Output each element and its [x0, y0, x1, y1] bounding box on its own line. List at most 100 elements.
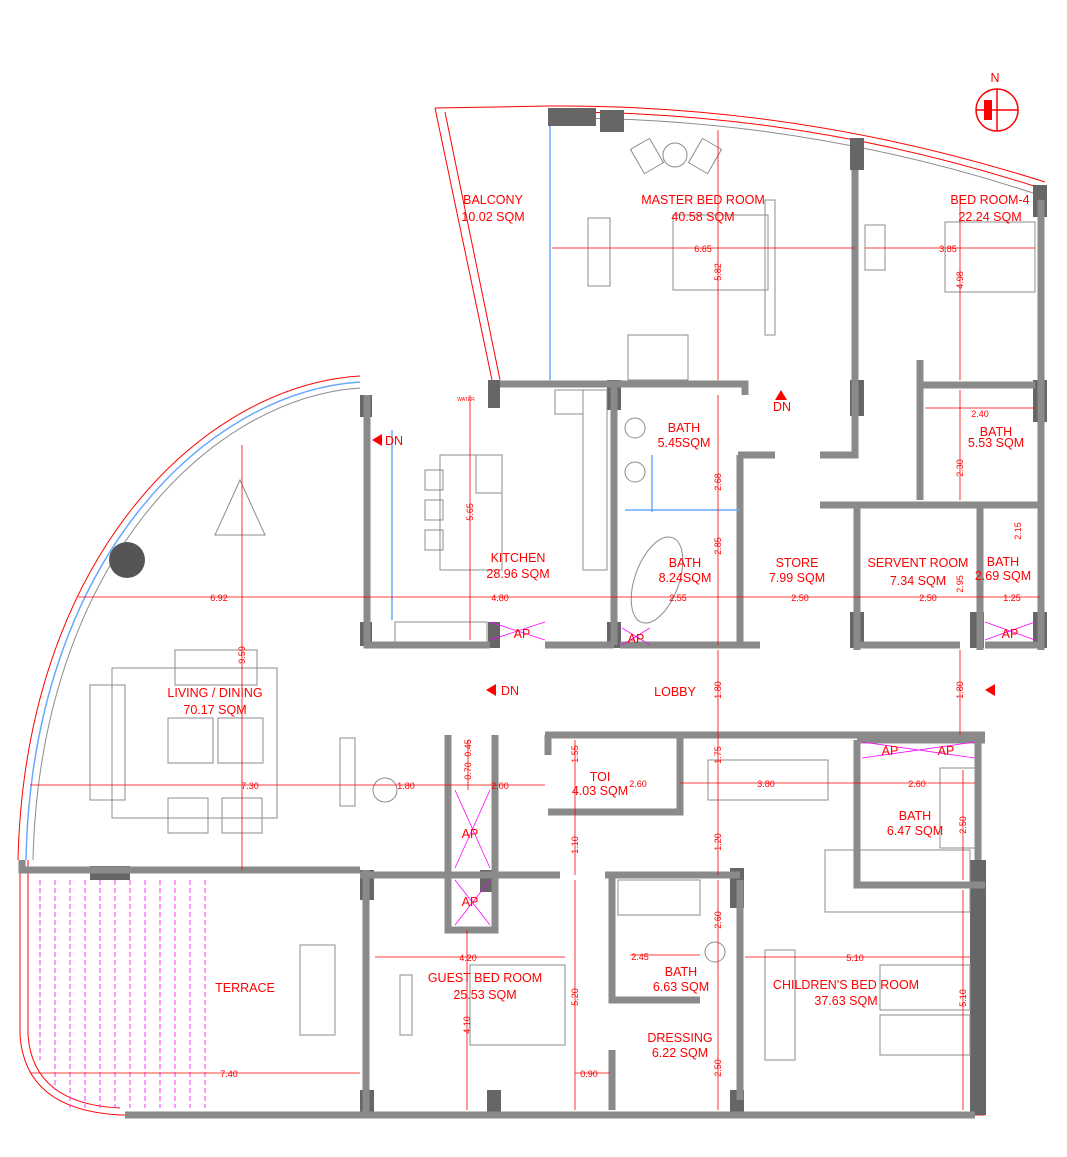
shaft-label: AP — [938, 744, 955, 758]
dim-label: 1.75 — [713, 746, 723, 764]
down-arrow-icon — [486, 684, 496, 696]
dim-label: 1.20 — [713, 833, 723, 851]
dim-label: 6.92 — [210, 593, 228, 603]
dim-label: 3.80 — [757, 779, 775, 789]
dim-label: 1.80 — [955, 681, 965, 699]
dim-label: 4.98 — [955, 271, 965, 289]
dim-label: 2.50 — [791, 593, 809, 603]
stair-markers: DN DN DN WATER — [372, 390, 995, 698]
stairs-down-label: DN — [385, 434, 403, 448]
room-name-terrace: TERRACE — [215, 981, 275, 995]
dim-label: 1.80 — [397, 781, 415, 791]
dim-label: 1.55 — [570, 745, 580, 763]
dim-label: 9.59 — [237, 646, 247, 664]
dim-label: 5.65 — [465, 503, 475, 521]
water-label: WATER — [457, 397, 475, 403]
outer-envelope — [17, 105, 1046, 1116]
room-area-toilet: 4.03 SQM — [572, 784, 628, 798]
room-area-bath-master-b: 8.24SQM — [659, 571, 712, 585]
down-arrow-icon — [985, 684, 995, 696]
shaft-label: AP — [628, 632, 645, 646]
shaft-label: AP — [1002, 627, 1019, 641]
room-name-bath-master-b: BATH — [669, 556, 701, 570]
dim-label: 1.25 — [1003, 593, 1021, 603]
room-area-bath-children: 6.63 SQM — [653, 980, 709, 994]
north-label: N — [990, 71, 999, 85]
room-area-bath-lobby: 6.47 SQM — [887, 824, 943, 838]
dim-label: 7.40 — [220, 1069, 238, 1079]
dim-label: 2.95 — [955, 575, 965, 593]
dim-label: 2.50 — [713, 1059, 723, 1077]
shaft-label: AP — [462, 827, 479, 841]
north-arrow-icon: N — [975, 71, 1019, 132]
dim-label: 4.20 — [459, 953, 477, 963]
room-area-balcony: 10.02 SQM — [461, 210, 524, 224]
room-area-living-dining: 70.17 SQM — [183, 703, 246, 717]
room-name-toilet: TOI — [590, 770, 611, 784]
room-name-servant-room: SERVENT ROOM — [868, 556, 969, 570]
room-name-kitchen: KITCHEN — [491, 551, 546, 565]
room-area-store: 7.99 SQM — [769, 571, 825, 585]
room-area-dressing: 6.22 SQM — [652, 1046, 708, 1060]
stairs-down-label: DN — [773, 400, 791, 414]
room-name-lobby: LOBBY — [654, 685, 696, 699]
room-labels: BALCONY 10.02 SQM MASTER BED ROOM 40.58 … — [167, 193, 1031, 1060]
walls — [18, 170, 1045, 1119]
room-name-store: STORE — [776, 556, 819, 570]
room-area-childrens-bedroom: 37.63 SQM — [814, 994, 877, 1008]
dim-label: 2.60 — [629, 779, 647, 789]
room-name-childrens-bedroom: CHILDREN'S BED ROOM — [773, 978, 919, 992]
shaft-labels: AP AP AP AP AP AP AP — [462, 627, 1019, 909]
dim-label: 5.10 — [958, 989, 968, 1007]
stairs-down-label: DN — [501, 684, 519, 698]
room-area-guest-bedroom: 25.53 SQM — [453, 988, 516, 1002]
dim-label: 2.55 — [669, 593, 687, 603]
dim-label: 2.60 — [713, 911, 723, 929]
room-area-bath-servant: 2.69 SQM — [975, 569, 1031, 583]
room-name-bath-children: BATH — [665, 965, 697, 979]
shaft-label: AP — [882, 744, 899, 758]
dim-label: 1.10 — [570, 836, 580, 854]
room-name-master-bedroom: MASTER BED ROOM — [641, 193, 765, 207]
dim-label: 2.15 — [1013, 522, 1023, 540]
dim-label: 2.45 — [631, 952, 649, 962]
dim-label: 0.90 — [580, 1069, 598, 1079]
room-name-living-dining: LIVING / DINING — [167, 686, 262, 700]
dim-label: 4.80 — [491, 593, 509, 603]
room-name-balcony: BALCONY — [463, 193, 523, 207]
room-area-bath-bedroom-4: 5.53 SQM — [968, 436, 1024, 450]
structural-columns — [90, 108, 1047, 1115]
room-name-dressing: DRESSING — [647, 1031, 712, 1045]
room-area-bath-master-a: 5.45SQM — [658, 436, 711, 450]
room-area-master-bedroom: 40.58 SQM — [671, 210, 734, 224]
dim-label: 0.70 — [463, 762, 473, 780]
dim-label: 7.30 — [241, 781, 259, 791]
dim-label: 2.60 — [908, 779, 926, 789]
dim-label: 2.68 — [713, 473, 723, 491]
dim-label: 0.45 — [463, 739, 473, 757]
dim-label: 5.20 — [570, 988, 580, 1006]
room-name-bedroom-4: BED ROOM-4 — [950, 193, 1029, 207]
furniture — [89, 137, 1036, 1061]
down-arrow-icon — [775, 390, 787, 400]
dim-label: 4.10 — [462, 1016, 472, 1034]
dim-label: 1.80 — [713, 681, 723, 699]
dimension-labels: 6.65 5.82 3.85 4.98 2.40 2.30 2.68 2.85 … — [210, 244, 1023, 1079]
dim-label: 6.65 — [694, 244, 712, 254]
dim-label: 2.00 — [491, 781, 509, 791]
down-arrow-icon — [372, 434, 382, 446]
dim-label: 5.82 — [713, 263, 723, 281]
dimension-lines — [30, 130, 1040, 1110]
room-area-bedroom-4: 22.24 SQM — [958, 210, 1021, 224]
dim-label: 2.50 — [958, 816, 968, 834]
dim-label: 3.85 — [939, 244, 957, 254]
room-area-kitchen: 28.96 SQM — [486, 567, 549, 581]
shaft-label: AP — [462, 895, 479, 909]
dim-label: 2.30 — [955, 459, 965, 477]
terrace-pergola — [39, 880, 206, 1108]
dim-label: 5.10 — [846, 953, 864, 963]
room-area-servant-room: 7.34 SQM — [890, 574, 946, 588]
room-name-bath-bedroom-4: BATH — [980, 425, 1012, 439]
